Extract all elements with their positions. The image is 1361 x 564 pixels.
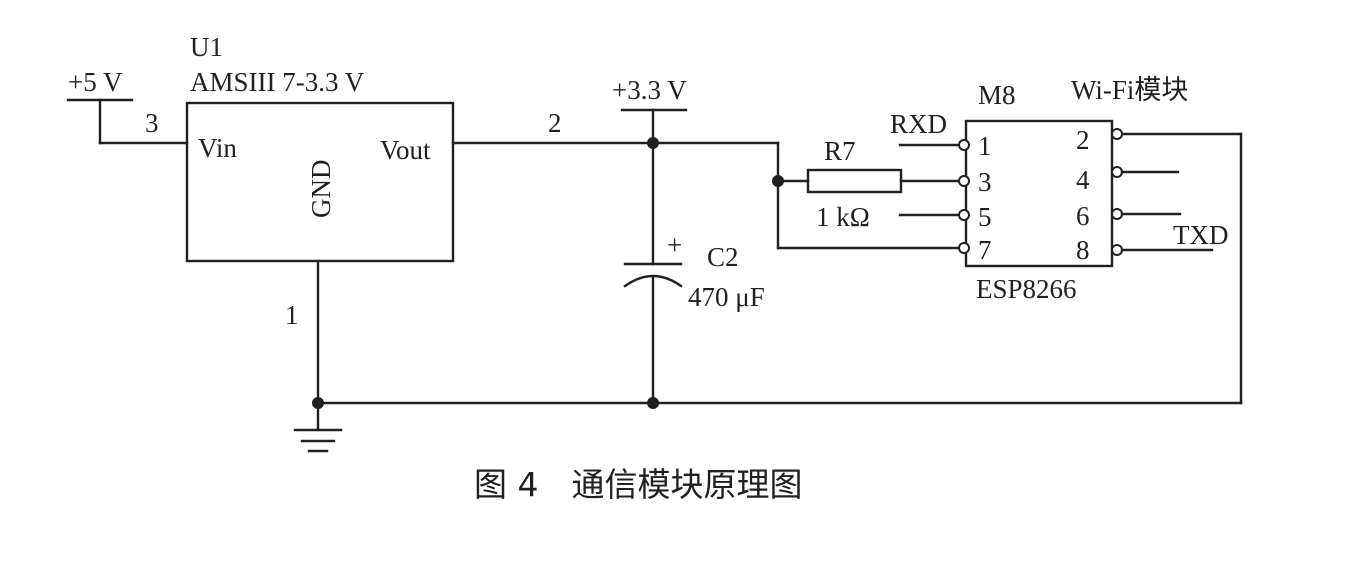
module-pin-number: 8 [1076,235,1090,265]
regulator-pin-vout: Vout [380,135,431,165]
regulator-pin-number-gnd: 1 [285,300,299,330]
junction-gnd-cap [647,397,659,409]
regulator-ref: U1 [190,32,223,62]
regulator-part: AMSIII 7-3.3 V [190,67,365,97]
regulator-pin-number-in: 3 [145,108,159,138]
module-pin2-circle [1111,128,1123,140]
resistor-r7-body [806,168,903,194]
module-part: ESP8266 [976,274,1077,304]
regulator-pin-gnd: GND [306,160,336,219]
module-pin7-circle [958,242,970,254]
module-pin-number: 4 [1076,165,1090,195]
module-pin-number: 7 [978,235,992,265]
module-pin-number: 3 [978,167,992,197]
module-pin1-circle [958,139,970,151]
junction-3v3 [647,137,659,149]
module-m8-body [964,119,1114,268]
module-pin8-circle [1111,244,1123,256]
module-pin-number: 5 [978,202,992,232]
module-pin6-circle [1111,208,1123,220]
supply-5v-label: +5 V [68,67,123,97]
resistor-ref: R7 [824,136,856,166]
module-pin-number: 2 [1076,125,1090,155]
supply-3v3-label: +3.3 V [612,75,687,105]
module-pin4-circle [1111,166,1123,178]
junction-gnd-reg [312,397,324,409]
capacitor-polarity: + [667,230,682,260]
module-pin5-circle [958,209,970,221]
module-pin-number: 6 [1076,201,1090,231]
module-ref: M8 [978,80,1016,110]
regulator-pin-number-out: 2 [548,108,562,138]
module-pin3-circle [958,175,970,187]
capacitor-value: 470 μF [688,282,765,312]
figure-caption: 图 4 通信模块原理图 [474,465,803,504]
resistor-value: 1 kΩ [816,202,870,232]
module-pin-number: 1 [978,131,992,161]
txd-label: TXD [1173,220,1229,250]
capacitor-ref: C2 [707,242,739,272]
regulator-pin-vin: Vin [198,133,237,163]
rxd-label: RXD [890,109,947,139]
regulator-u1-body [185,101,455,263]
module-title: Wi-Fi模块 [1071,75,1188,105]
